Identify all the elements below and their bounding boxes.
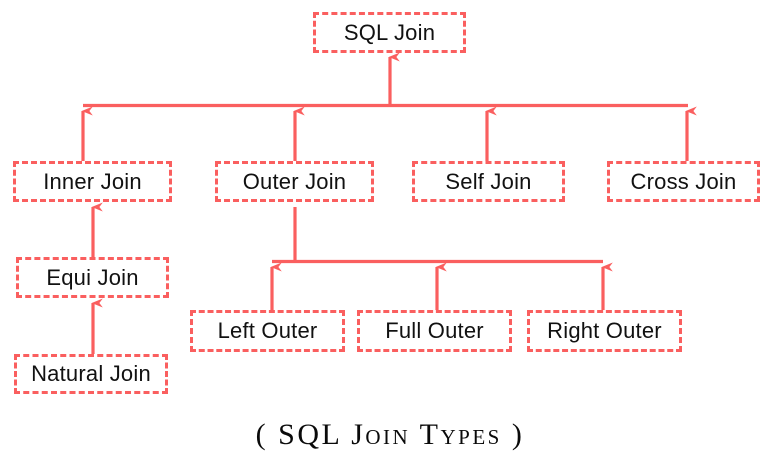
outer-bus-group: [270, 207, 613, 310]
node-right-outer[interactable]: Right Outer: [527, 310, 682, 352]
node-inner-join[interactable]: Inner Join: [13, 161, 172, 202]
node-sql-join[interactable]: SQL Join: [313, 12, 466, 53]
node-equi-join[interactable]: Equi Join: [16, 257, 169, 298]
diagram-caption: ( SQL Join Types ): [255, 418, 525, 451]
node-self-join[interactable]: Self Join: [412, 161, 565, 202]
main-bus-group: [81, 52, 697, 161]
node-outer-join[interactable]: Outer Join: [215, 161, 374, 202]
node-left-outer[interactable]: Left Outer: [190, 310, 345, 352]
node-natural-join[interactable]: Natural Join: [14, 354, 168, 394]
node-full-outer[interactable]: Full Outer: [357, 310, 512, 352]
node-cross-join[interactable]: Cross Join: [607, 161, 760, 202]
